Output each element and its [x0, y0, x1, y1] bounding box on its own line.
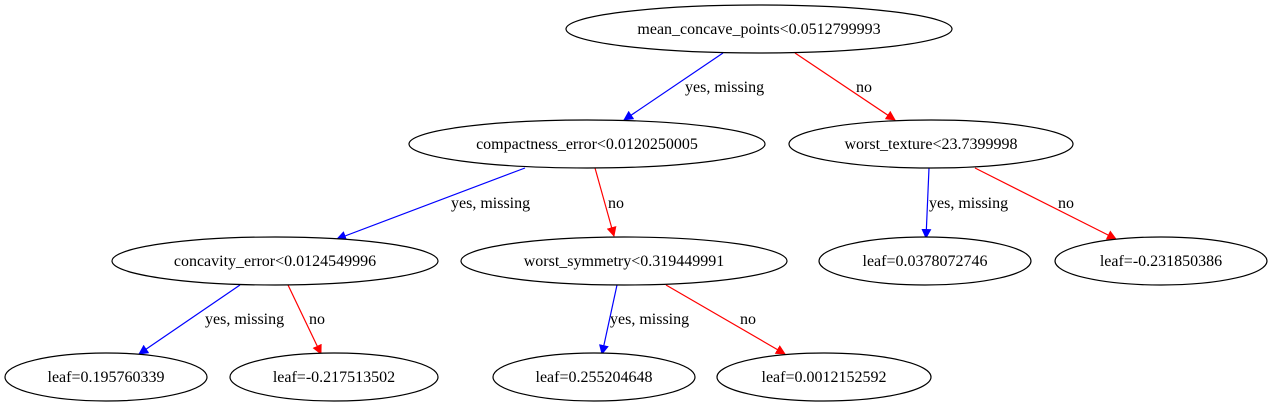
edge-worst-texture-to-leaf-minus-0-2318: no: [974, 167, 1117, 240]
leaf-node-0-0378072746: leaf=0.0378072746: [818, 236, 1032, 286]
edge-label-yes-missing: yes, missing: [929, 195, 1008, 212]
node-label: leaf=0.195760339: [48, 369, 165, 386]
edge-worst-symmetry-to-leaf-0-0012: no: [665, 284, 786, 355]
edge-root-to-worst-texture: no: [794, 52, 896, 121]
node-label: concavity_error<0.0124549996: [174, 253, 376, 270]
split-node-concavity-error: concavity_error<0.0124549996: [111, 236, 439, 286]
leaf-node-0-195760339: leaf=0.195760339: [4, 352, 208, 402]
split-node-worst-texture: worst_texture<23.7399998: [788, 119, 1074, 169]
leaf-node-0-0012152592: leaf=0.0012152592: [716, 352, 932, 402]
node-label: leaf=-0.217513502: [273, 369, 395, 386]
edge-label-yes-missing: yes, missing: [610, 311, 689, 328]
leaf-node-0-255204648: leaf=0.255204648: [492, 352, 696, 402]
edge-label-yes-missing: yes, missing: [451, 195, 530, 212]
node-label: leaf=0.0012152592: [762, 369, 887, 386]
split-node-compactness-error: compactness_error<0.0120250005: [408, 119, 766, 169]
edge-root-to-compactness-error: yes, missing: [623, 52, 764, 121]
split-node-mean-concave-points: mean_concave_points<0.0512799993: [565, 4, 953, 54]
node-label: leaf=-0.231850386: [1100, 253, 1222, 270]
edge-concavity-error-to-leaf-minus-0-2175: no: [287, 284, 325, 355]
edge-label-no: no: [856, 79, 872, 96]
edge-label-no: no: [309, 311, 325, 328]
edge-compactness-error-to-worst-symmetry: no: [594, 167, 624, 237]
edge-concavity-error-to-leaf-0-1957: yes, missing: [138, 284, 284, 355]
edge-label-yes-missing: yes, missing: [685, 79, 764, 96]
edge-label-no: no: [740, 311, 756, 328]
node-label: leaf=0.0378072746: [863, 253, 988, 270]
leaf-node-minus-0-231850386: leaf=-0.231850386: [1054, 236, 1268, 286]
edge-worst-texture-to-leaf-0-0378: yes, missing: [921, 167, 1008, 239]
split-node-worst-symmetry: worst_symmetry<0.319449991: [460, 236, 788, 286]
node-label: leaf=0.255204648: [536, 369, 653, 386]
leaf-node-minus-0-217513502: leaf=-0.217513502: [229, 352, 439, 402]
node-label: worst_symmetry<0.319449991: [524, 253, 725, 270]
edge-label-yes-missing: yes, missing: [205, 311, 284, 328]
edge-label-no: no: [1058, 195, 1074, 212]
node-label: worst_texture<23.7399998: [845, 136, 1018, 153]
edge-label-no: no: [608, 195, 624, 212]
node-label: mean_concave_points<0.0512799993: [637, 21, 880, 38]
node-label: compactness_error<0.0120250005: [476, 136, 698, 153]
edge-worst-symmetry-to-leaf-0-2552: yes, missing: [599, 284, 689, 355]
edge-compactness-error-to-concavity-error: yes, missing: [336, 167, 530, 241]
